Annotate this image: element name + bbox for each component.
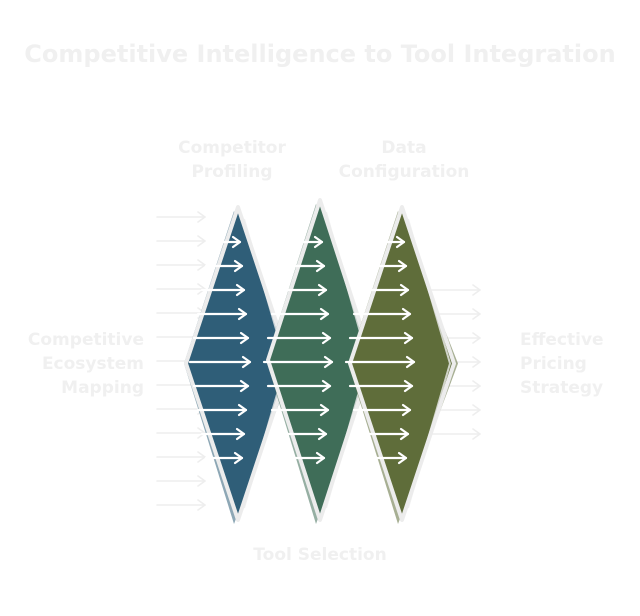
outgoing-arrow [431,428,481,440]
stage-3-arrow [360,259,408,273]
stage-1-arrow [192,331,250,345]
stage-2-arrow [278,451,326,465]
stage-3-arrow [344,355,416,369]
stage-1-arrow [192,379,250,393]
label-tool-selection: Tool Selection [253,545,387,565]
stage-2-arrow [278,259,326,273]
stage-3-arrow [356,427,410,441]
stage-3-chevron [348,205,458,524]
stage-3-arrow [348,379,414,393]
stage-1-arrow [188,355,252,369]
outgoing-arrow [431,284,481,296]
incoming-arrow [156,211,206,223]
stage-2-arrow [270,403,330,417]
label-data-configuration: Data Configuration [338,138,470,182]
incoming-arrow [156,235,206,247]
incoming-arrow [156,259,206,271]
stage-2-arrow [270,307,330,321]
diagram-title: Competitive Intelligence to Tool Integra… [24,40,616,68]
incoming-arrow [156,475,206,487]
stage-1-arrow [196,403,248,417]
stage-2-arrow [262,355,334,369]
incoming-arrow [156,499,206,511]
stage-2-arrow [266,331,332,345]
stage-1-arrow [204,451,244,465]
stages-group [184,198,458,524]
stage-3-arrow [348,331,414,345]
stage-1-arrow [196,307,248,321]
stage-1-arrow [200,427,246,441]
stage-3-arrow [356,283,410,297]
stage-2-arrow [274,283,328,297]
stage-3-arrow [352,403,412,417]
label-effective-pricing-strategy: Effective Pricing Strategy [520,330,604,398]
label-competitive-ecosystem-mapping: Competitive Ecosystem Mapping [27,330,144,398]
stage-3-arrow [364,235,406,249]
outgoing-arrow [431,308,481,320]
incoming-arrow [156,451,206,463]
stage-2-arrow [282,235,324,249]
stage-1-arrow [208,235,242,249]
stage-1-arrow [204,259,244,273]
stage-1-arrow [200,283,246,297]
stage-3-arrow [352,307,412,321]
stage-2-arrow [274,427,328,441]
stage-3-arrow [360,451,408,465]
flow-arrows [188,235,416,465]
label-competitor-profiling: Competitor Profiling [178,138,286,182]
stage-2-arrow [266,379,332,393]
incoming-arrow [156,427,206,439]
incoming-arrow [156,283,206,295]
stage-2-chevron [266,198,376,524]
